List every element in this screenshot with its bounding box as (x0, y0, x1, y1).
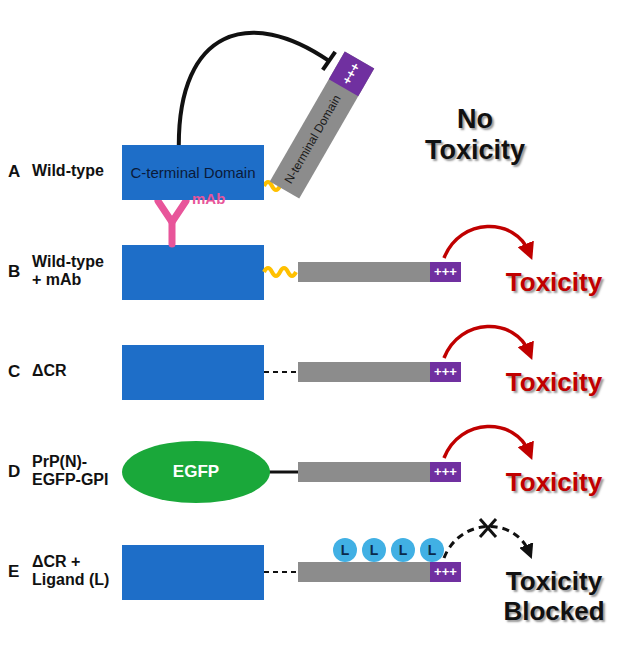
node-text: +++ (434, 365, 457, 380)
outcome-label: Toxicity Blocked (490, 567, 618, 627)
ligand-circle: L (420, 538, 444, 562)
n-terminal-bar (298, 362, 460, 382)
deletion-dashed-line (264, 571, 298, 573)
deletion-dashed-line (264, 371, 298, 373)
node-text: +++ (434, 265, 457, 280)
outcome-label: Toxicity (490, 468, 618, 498)
c-terminal-box (122, 545, 264, 600)
row-letter: A (8, 162, 20, 182)
construct-name: Wild-type + mAb (32, 253, 116, 290)
n-terminal-bar (298, 462, 460, 482)
n-terminal-bar (298, 262, 460, 282)
linker-wavy (264, 268, 296, 276)
construct-name: PrP(N)- EGFP-GPI (32, 453, 116, 490)
outcome-label: Toxicity (490, 268, 618, 298)
node-text: +++ (434, 565, 457, 580)
outcome-label: No Toxicity (405, 104, 545, 166)
row-letter: C (8, 362, 20, 382)
antibody-symbol (158, 201, 186, 244)
antibody-label: mAb (192, 190, 225, 207)
node-text: L (370, 542, 379, 558)
node-text: C-terminal Domain (130, 164, 255, 181)
row-letter: D (8, 462, 20, 482)
charge-cluster: +++ (430, 562, 461, 582)
charge-cluster: +++ (430, 262, 461, 282)
egfp-ellipse: EGFP (122, 441, 270, 503)
node-text: +++ (339, 60, 363, 87)
c-terminal-box (122, 245, 264, 300)
ligand-circle: L (333, 538, 357, 562)
block-cross (480, 519, 496, 537)
charge-cluster: +++ (430, 362, 461, 382)
ligand-circle: L (391, 538, 415, 562)
node-text: L (428, 542, 437, 558)
outcome-label: Toxicity (490, 368, 618, 398)
construct-name: ΔCR (32, 362, 116, 380)
n-terminal-bar: N-terminal Domain +++ (270, 52, 374, 199)
construct-name: Wild-type (32, 162, 116, 180)
construct-name: ΔCR + Ligand (L) (32, 553, 116, 590)
n-terminal-bar (298, 562, 460, 582)
node-text: N-terminal Domain (283, 93, 345, 187)
node-text: +++ (434, 465, 457, 480)
c-terminal-box (122, 345, 264, 400)
inhibition-bar (323, 52, 335, 70)
charge-cluster: +++ (430, 462, 461, 482)
linker-line (268, 471, 298, 474)
node-text: EGFP (173, 462, 219, 482)
row-letter: B (8, 262, 20, 282)
charge-cluster: +++ (329, 52, 374, 97)
node-text: L (341, 542, 350, 558)
node-text: L (399, 542, 408, 558)
toxicity-arrow (444, 226, 529, 258)
toxicity-arrow (444, 426, 529, 458)
ligand-circle: L (362, 538, 386, 562)
row-letter: E (8, 562, 19, 582)
toxicity-arrow (444, 326, 529, 358)
